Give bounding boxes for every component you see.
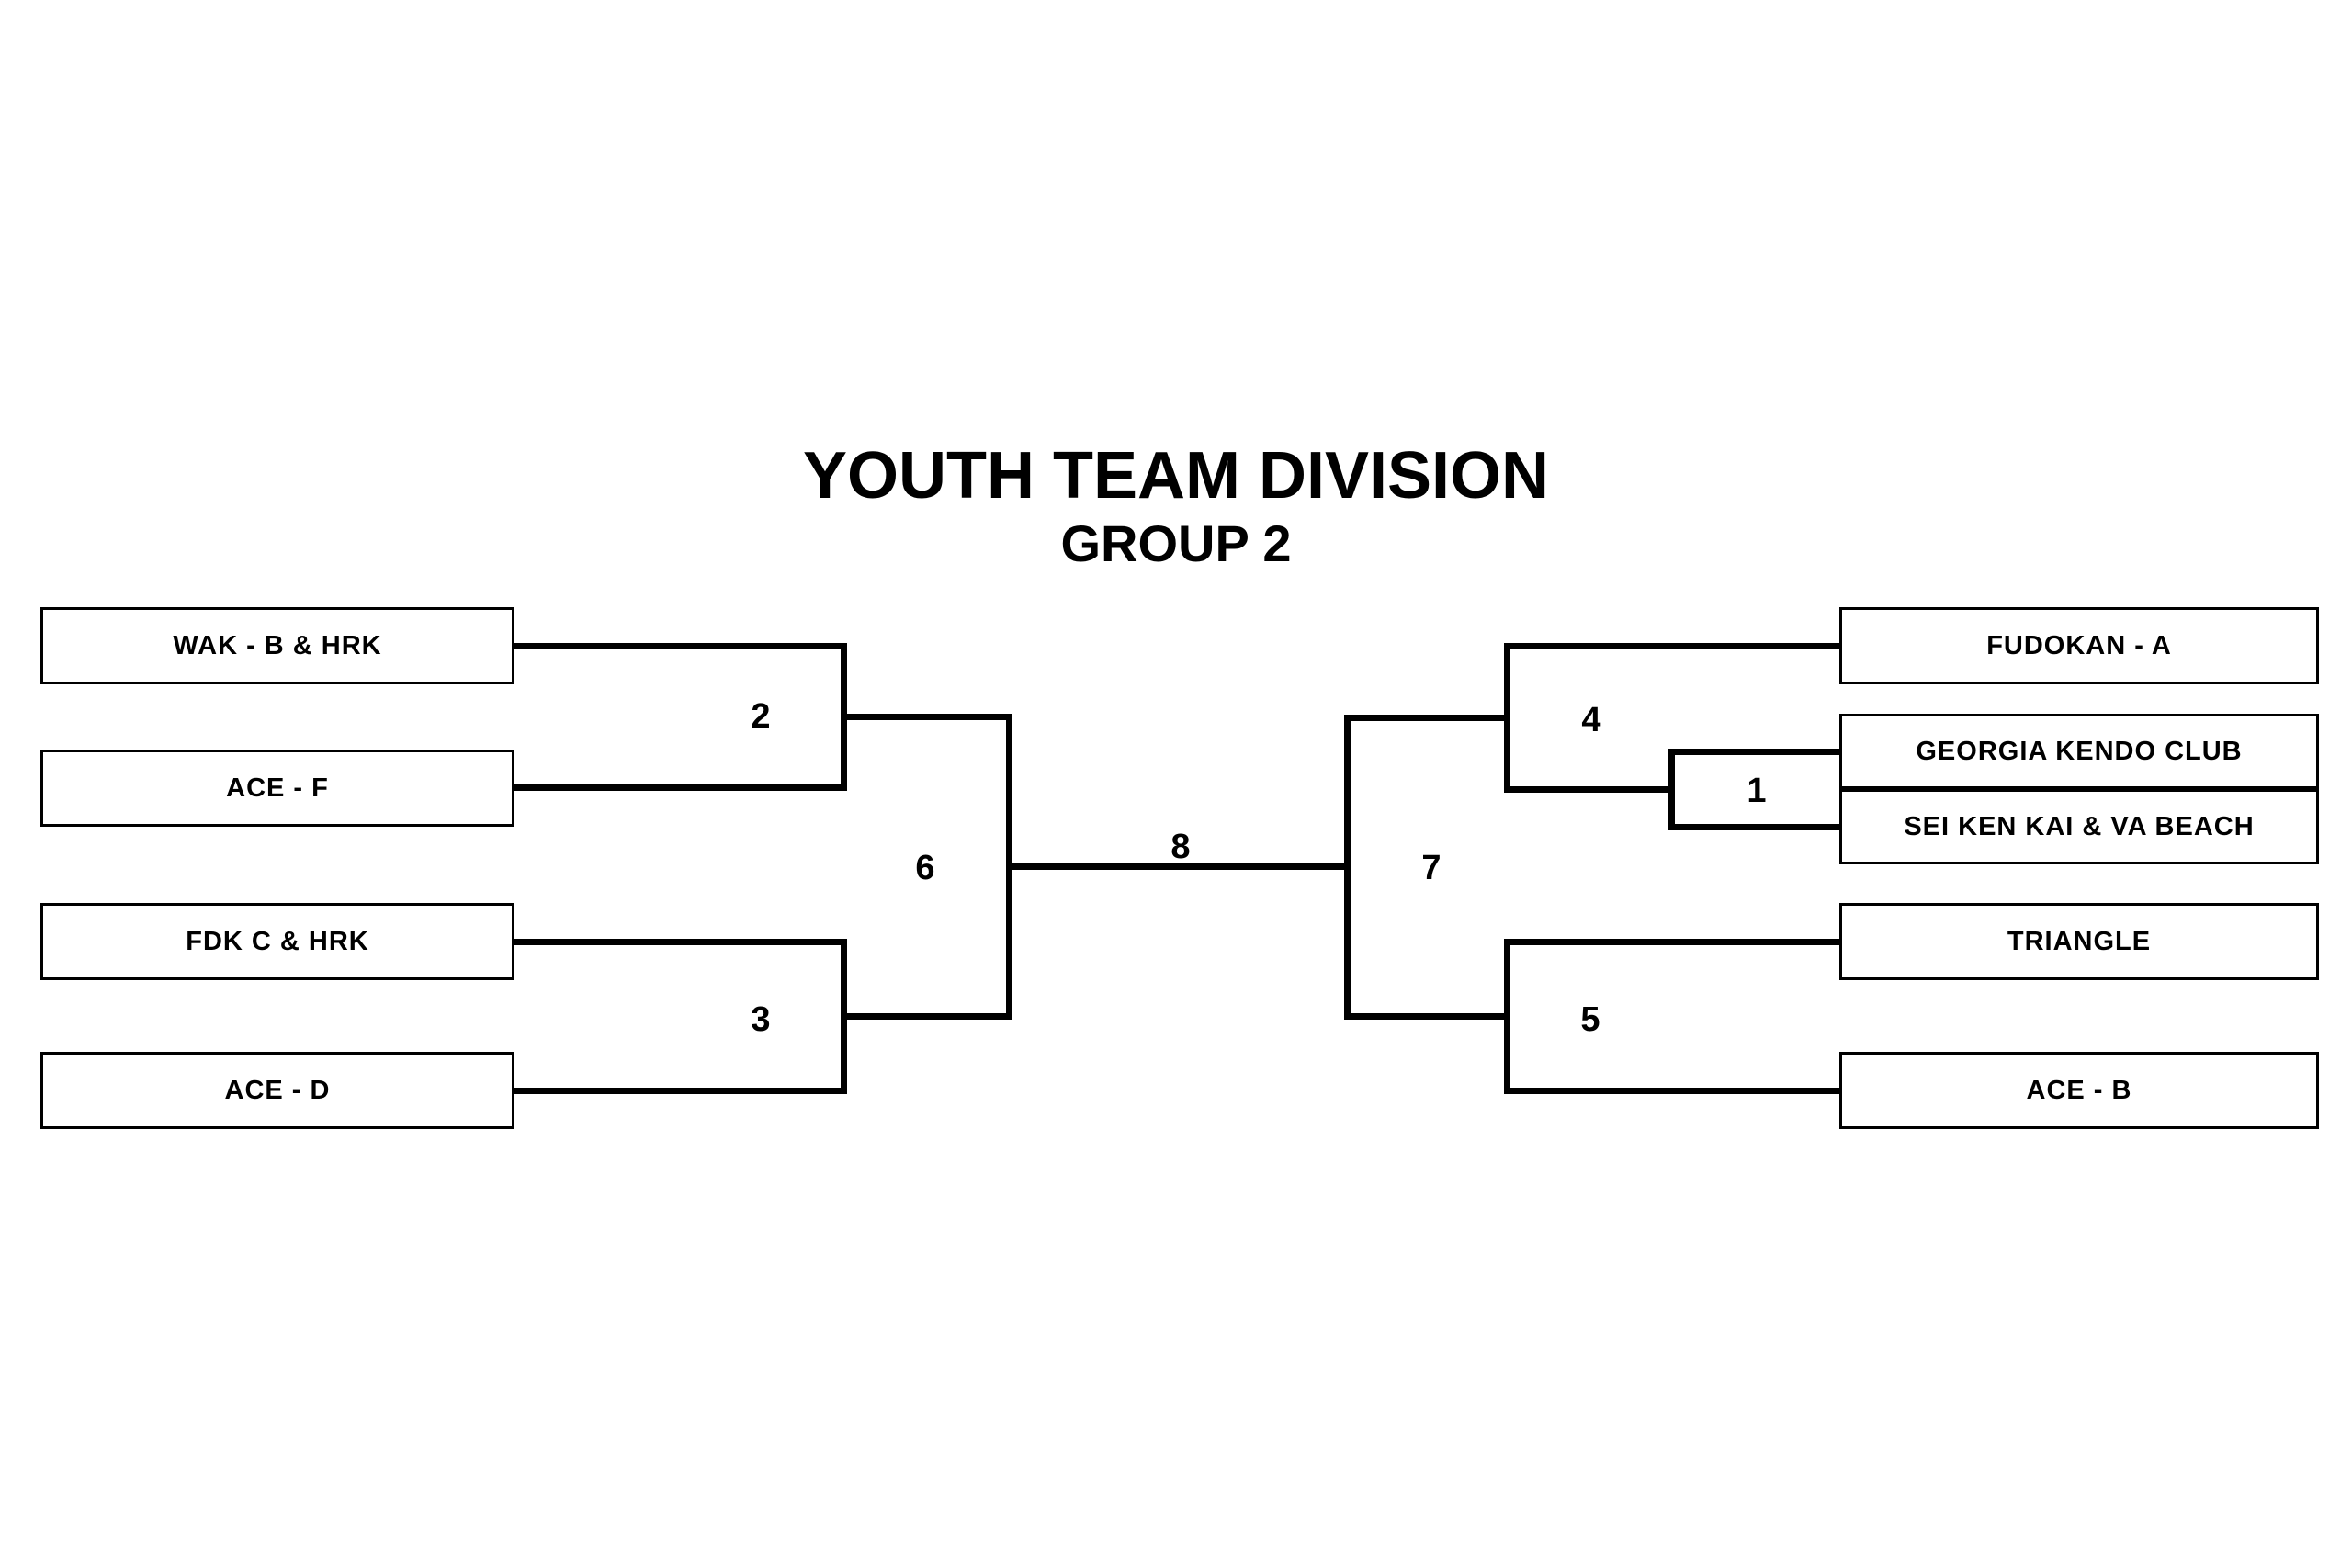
match1-winner-line (1504, 786, 1671, 793)
page-subtitle: GROUP 2 (1060, 514, 1292, 572)
team-box-triangle: TRIANGLE (1839, 903, 2319, 980)
match2-number: 2 (751, 697, 771, 736)
match7-number: 7 (1421, 849, 1442, 887)
team-box-ace-d: ACE - D (40, 1052, 514, 1129)
match5-number: 5 (1580, 1000, 1600, 1039)
team-box-fdk-c-hrk: FDK C & HRK (40, 903, 514, 980)
match1-vertical-line (1668, 749, 1675, 830)
team-box-sei-ken-kai-va-beach: SEI KEN KAI & VA BEACH (1839, 789, 2319, 864)
match3-number: 3 (751, 1000, 771, 1039)
final-match8-line (1009, 863, 1351, 870)
team-box-ace-f: ACE - F (40, 750, 514, 827)
team-box-wak-b-hrk: WAK - B & HRK (40, 607, 514, 684)
team-box-fudokan-a: FUDOKAN - A (1839, 607, 2319, 684)
match2-winner-line (843, 714, 1012, 720)
match3-winner-line (843, 1013, 1012, 1020)
match5-bottom-line (1504, 1088, 1839, 1094)
match3-top-line (514, 939, 847, 945)
match4-winner-line (1344, 715, 1507, 721)
match5-top-line (1504, 939, 1839, 945)
match3-bottom-line (514, 1088, 847, 1094)
match2-top-line (514, 643, 847, 649)
match2-bottom-line (514, 784, 847, 791)
match4-top-line (1504, 643, 1839, 649)
match4-vertical-line (1504, 643, 1510, 793)
match8-number: 8 (1170, 828, 1191, 866)
team-box-ace-b: ACE - B (1839, 1052, 2319, 1129)
match7-vertical-line (1344, 715, 1351, 1020)
match1-bottom-line (1668, 824, 1839, 830)
match4-number: 4 (1581, 701, 1601, 739)
match6-number: 6 (915, 849, 935, 887)
match1-top-line (1668, 749, 1839, 755)
match1-number: 1 (1747, 772, 1767, 810)
match5-winner-line (1344, 1013, 1507, 1020)
match5-vertical-line (1504, 939, 1510, 1094)
team-box-georgia-kendo-club: GEORGIA KENDO CLUB (1839, 714, 2319, 789)
page-title: YOUTH TEAM DIVISION (802, 439, 1550, 513)
